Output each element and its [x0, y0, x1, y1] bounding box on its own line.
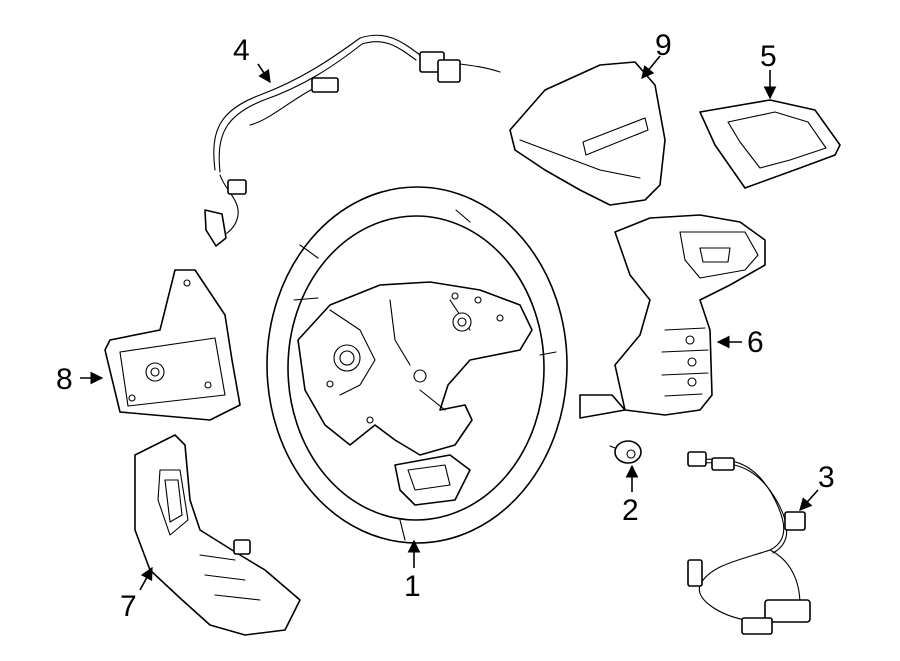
leader-7	[139, 566, 153, 591]
clip-fastener	[609, 440, 642, 464]
callout-2: 2	[622, 494, 639, 527]
callout-6: 6	[747, 326, 764, 359]
callout-8: 8	[56, 363, 73, 396]
leader-4	[257, 63, 271, 84]
leader-9	[641, 55, 661, 79]
mounting-bracket	[104, 269, 241, 421]
upper-wiring-harness	[204, 34, 501, 247]
switch-assembly-left	[134, 434, 301, 636]
airbag-cover	[509, 61, 666, 206]
callout-9: 9	[655, 29, 672, 62]
callout-labels: 1 2 3 4 5 6 7 8 9	[56, 29, 835, 623]
callout-7: 7	[120, 590, 137, 623]
callout-1: 1	[404, 570, 421, 603]
callout-4: 4	[233, 34, 250, 67]
switch-assembly-right	[579, 214, 766, 419]
callout-5: 5	[760, 40, 777, 73]
lower-wiring-harness	[687, 451, 811, 635]
trim-bezel	[699, 99, 841, 189]
steering-wheel	[266, 186, 568, 544]
callout-3: 3	[818, 461, 835, 494]
callout-leaders	[80, 55, 819, 591]
leader-3	[799, 489, 819, 511]
